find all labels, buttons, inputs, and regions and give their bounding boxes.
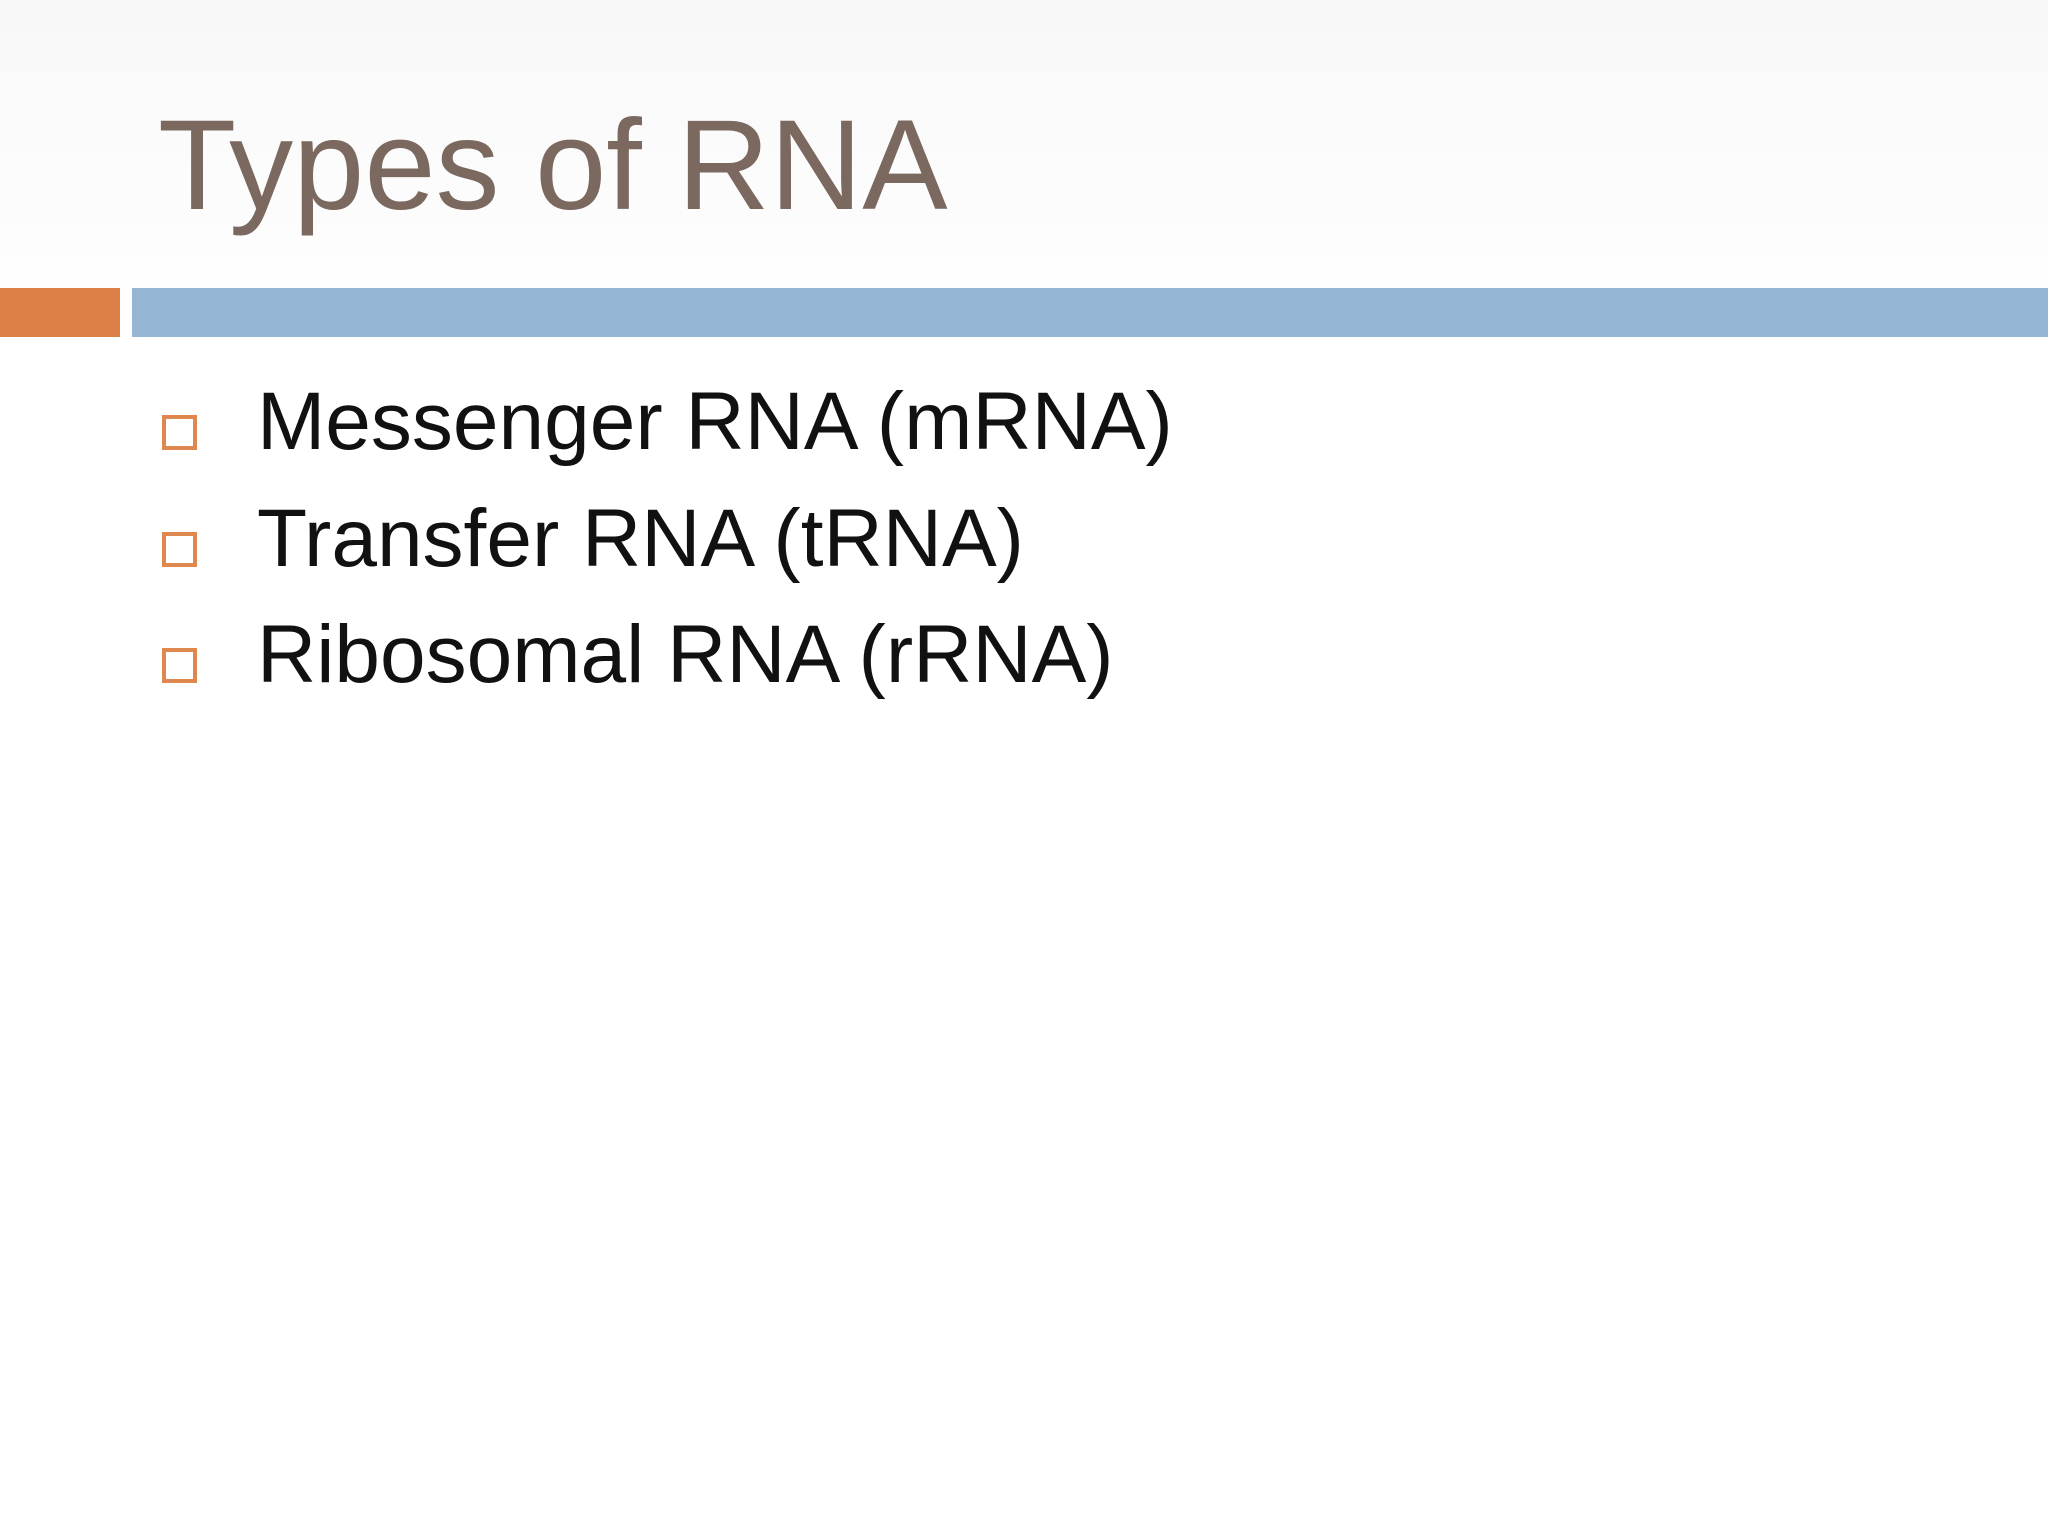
page-title: Types of RNA: [158, 94, 948, 237]
bullet-square-icon: [162, 532, 197, 567]
title-rule: [0, 288, 2048, 337]
list-item: Messenger RNA (mRNA): [0, 381, 2048, 463]
bullet-text: Ribosomal RNA (rRNA): [257, 609, 1114, 700]
bullet-text: Messenger RNA (mRNA): [257, 376, 1173, 467]
bullet-text: Transfer RNA (tRNA): [257, 493, 1024, 584]
rule-blue-bar: [132, 288, 2048, 337]
rule-orange-block: [0, 288, 120, 337]
bullet-square-icon: [162, 648, 197, 683]
list-item: Ribosomal RNA (rRNA): [0, 614, 2048, 696]
list-item: Transfer RNA (tRNA): [0, 498, 2048, 580]
bullet-square-icon: [162, 415, 197, 450]
